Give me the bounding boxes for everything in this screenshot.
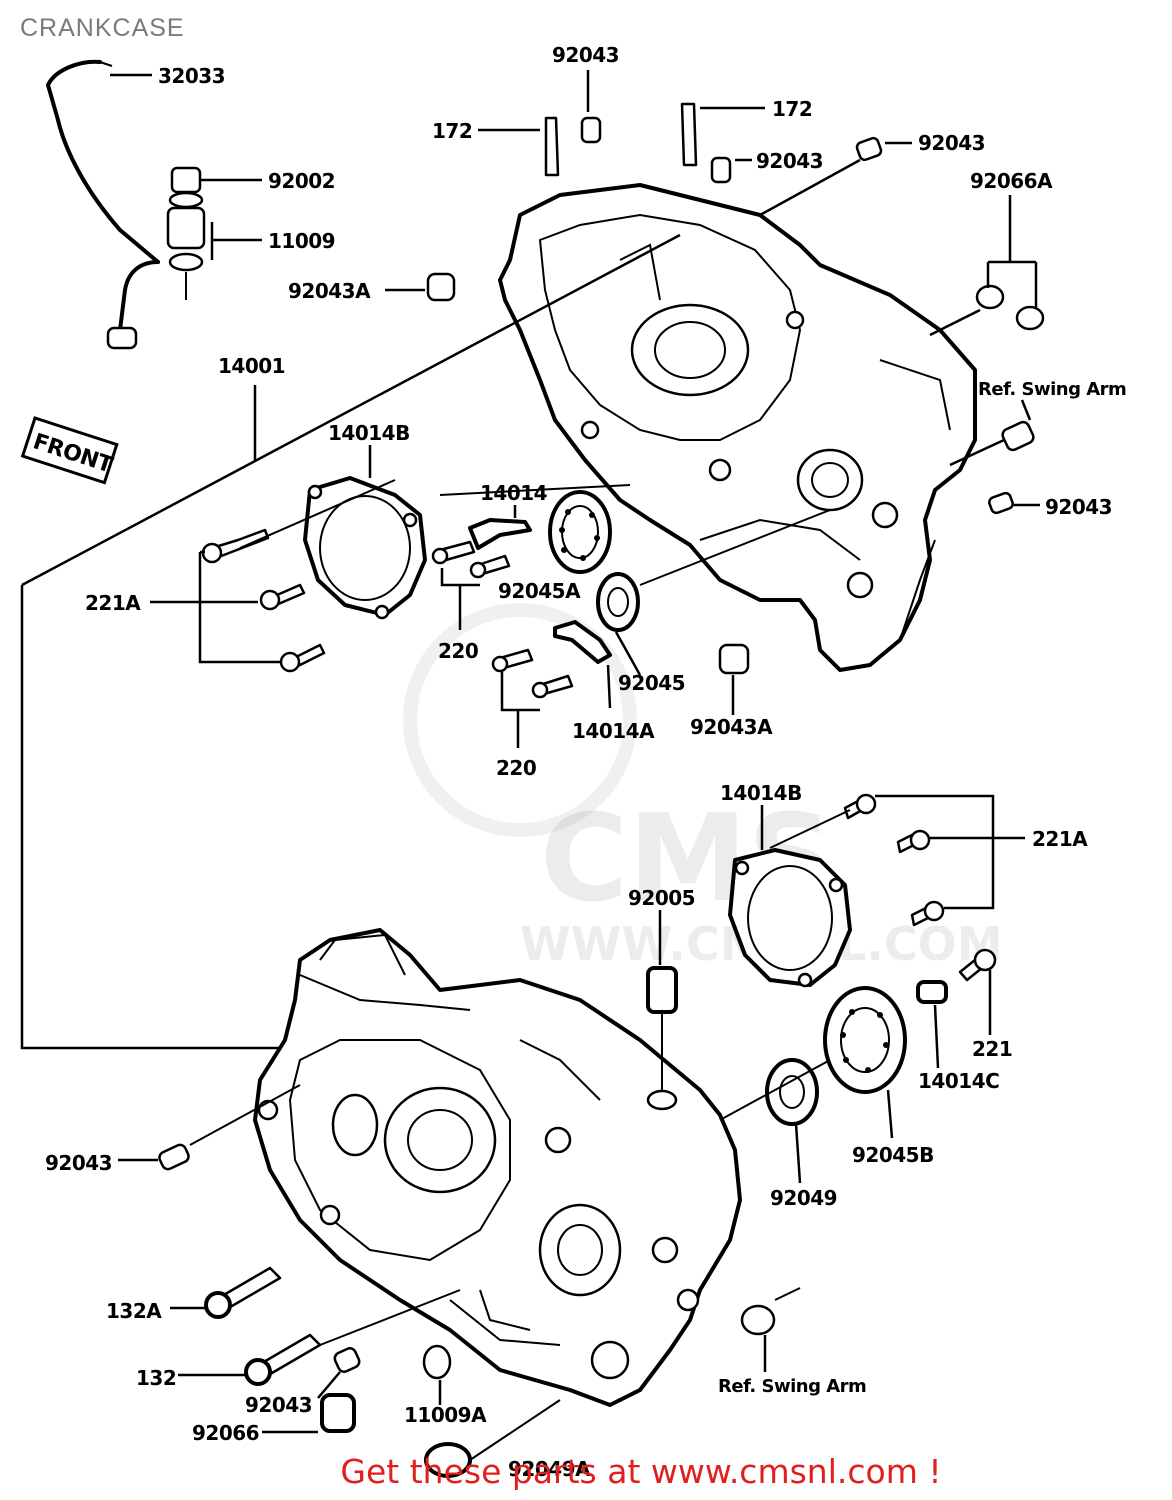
label-92002: 92002 <box>268 169 335 193</box>
cover-14014B-upper <box>303 476 427 620</box>
label-92045A: 92045A <box>498 579 581 603</box>
label-ref-swing-arm-bot: Ref. Swing Arm <box>718 1376 866 1397</box>
label-92043-r2: 92043 <box>756 149 823 173</box>
label-92066: 92066 <box>192 1421 259 1445</box>
label-11009: 11009 <box>268 229 335 253</box>
label-92043-r1: 92043 <box>918 131 985 155</box>
label-92043-left: 92043 <box>45 1151 112 1175</box>
label-11009A: 11009A <box>404 1403 487 1427</box>
footer-link[interactable]: Get these parts at www.cmsnl.com ! <box>0 1452 1172 1491</box>
crankcase-set-bracket <box>20 233 681 1050</box>
upper-crankcase <box>498 183 977 672</box>
label-92043-bot: 92043 <box>245 1393 312 1417</box>
bolts-221A-right <box>843 793 945 927</box>
label-14014A: 14014A <box>572 719 655 743</box>
cover-14014B-lower <box>728 848 852 988</box>
label-ref-swing-arm-top: Ref. Swing Arm <box>978 379 1126 400</box>
oil-pipe-assembly <box>46 59 206 350</box>
upper-fasteners <box>426 102 1045 675</box>
label-92043-r3: 92043 <box>1045 495 1112 519</box>
seal-92049 <box>765 1058 819 1126</box>
label-220-b: 220 <box>496 756 536 780</box>
label-92043-top: 92043 <box>552 43 619 67</box>
label-132: 132 <box>136 1366 176 1390</box>
label-220-a: 220 <box>438 639 478 663</box>
label-14014B-top: 14014B <box>328 421 410 445</box>
label-92045: 92045 <box>618 671 685 695</box>
label-14001: 14001 <box>218 354 285 378</box>
label-14014: 14014 <box>480 481 547 505</box>
label-132A: 132A <box>106 1299 162 1323</box>
spacer-14014C <box>916 980 948 1004</box>
label-172-left: 172 <box>432 119 472 143</box>
page-title: CRANKCASE <box>20 14 185 42</box>
part-labels: 32033 92002 11009 92043 172 172 92043 92… <box>45 43 1127 1481</box>
label-92045B: 92045B <box>852 1143 934 1167</box>
label-221A-left: 221A <box>85 591 141 615</box>
label-14014B-bot: 14014B <box>720 781 802 805</box>
bearing-92045A <box>548 490 612 574</box>
label-92049: 92049 <box>770 1186 837 1210</box>
label-92005: 92005 <box>628 886 695 910</box>
label-221: 221 <box>972 1037 1012 1061</box>
lower-crankcase <box>253 928 742 1407</box>
front-marker: FRONT <box>20 416 119 485</box>
lower-fasteners <box>158 1143 776 1478</box>
plates-14014 <box>431 518 612 699</box>
label-92049A: 92049A <box>508 1457 591 1481</box>
label-92043A-mid: 92043A <box>690 715 773 739</box>
plug-92005 <box>646 966 678 1111</box>
label-14014C: 14014C <box>918 1069 999 1093</box>
bolts-221A-left <box>201 528 326 673</box>
footer-text[interactable]: Get these parts at www.cmsnl.com ! <box>340 1452 942 1491</box>
label-92066A: 92066A <box>970 169 1053 193</box>
bolt-221 <box>958 948 997 982</box>
label-172-right: 172 <box>772 97 812 121</box>
seal-92045 <box>596 572 640 632</box>
label-221A-right: 221A <box>1032 827 1088 851</box>
bearing-92045B <box>823 986 907 1094</box>
label-32033: 32033 <box>158 64 225 88</box>
label-92043A-top: 92043A <box>288 279 371 303</box>
